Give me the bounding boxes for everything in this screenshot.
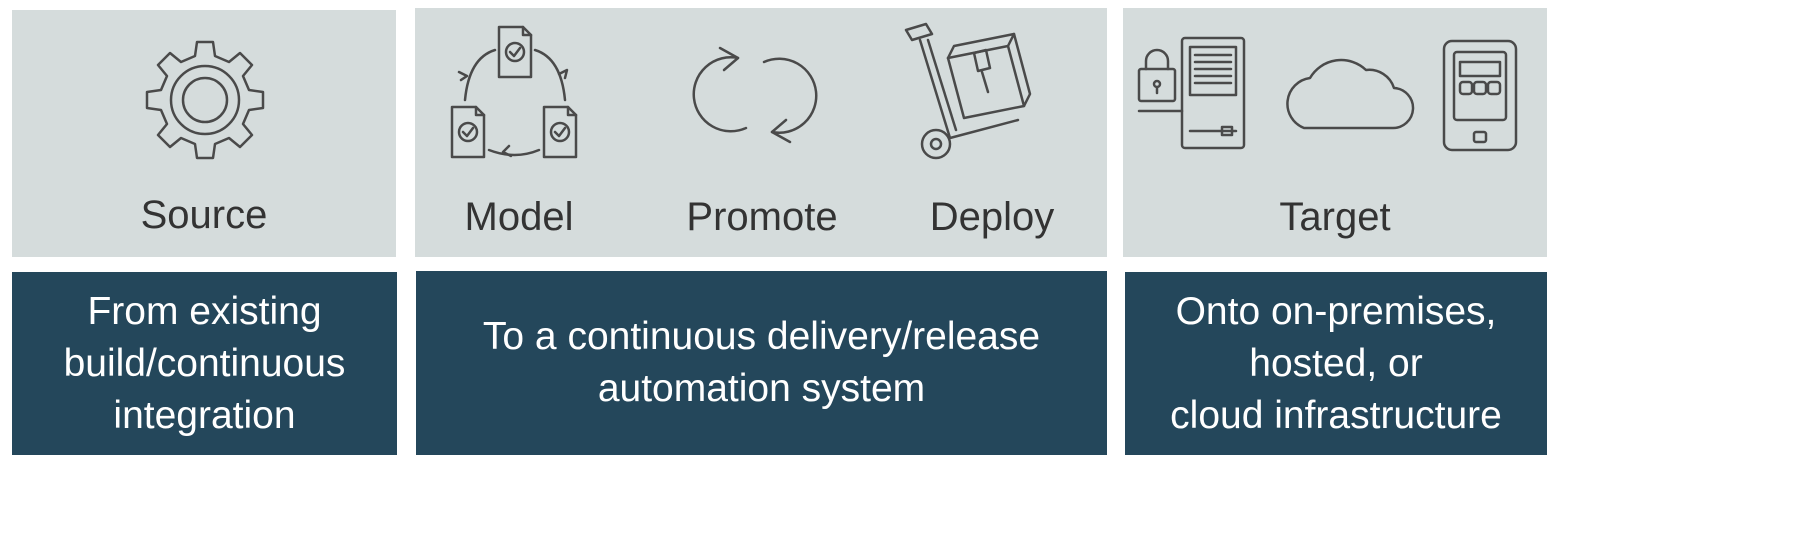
stages-description: To a continuous delivery/release automat…: [482, 315, 1041, 410]
locked-server-icon: [1137, 36, 1246, 150]
source-description-box: From existing build/continuous integrati…: [12, 272, 397, 455]
promote-label: Promote: [686, 195, 838, 239]
hand-truck-icon: [904, 22, 1032, 160]
stages-description-box: To a continuous delivery/release automat…: [416, 271, 1107, 455]
document-cycle-icon: [450, 25, 578, 159]
source-description: From existing build/continuous integrati…: [63, 289, 346, 437]
target-description-box: Onto on-premises, hosted, or cloud infra…: [1125, 272, 1547, 455]
cloud-icon: [1286, 58, 1415, 130]
model-label: Model: [464, 195, 574, 239]
target-label: Target: [1279, 195, 1391, 239]
refresh-arrows-icon: [692, 46, 818, 144]
target-description: Onto on-premises, hosted, or cloud infra…: [1170, 289, 1502, 437]
deploy-label: Deploy: [929, 195, 1055, 239]
source-label: Source: [140, 193, 268, 237]
mobile-device-icon: [1442, 39, 1518, 152]
gear-icon: [145, 40, 265, 160]
